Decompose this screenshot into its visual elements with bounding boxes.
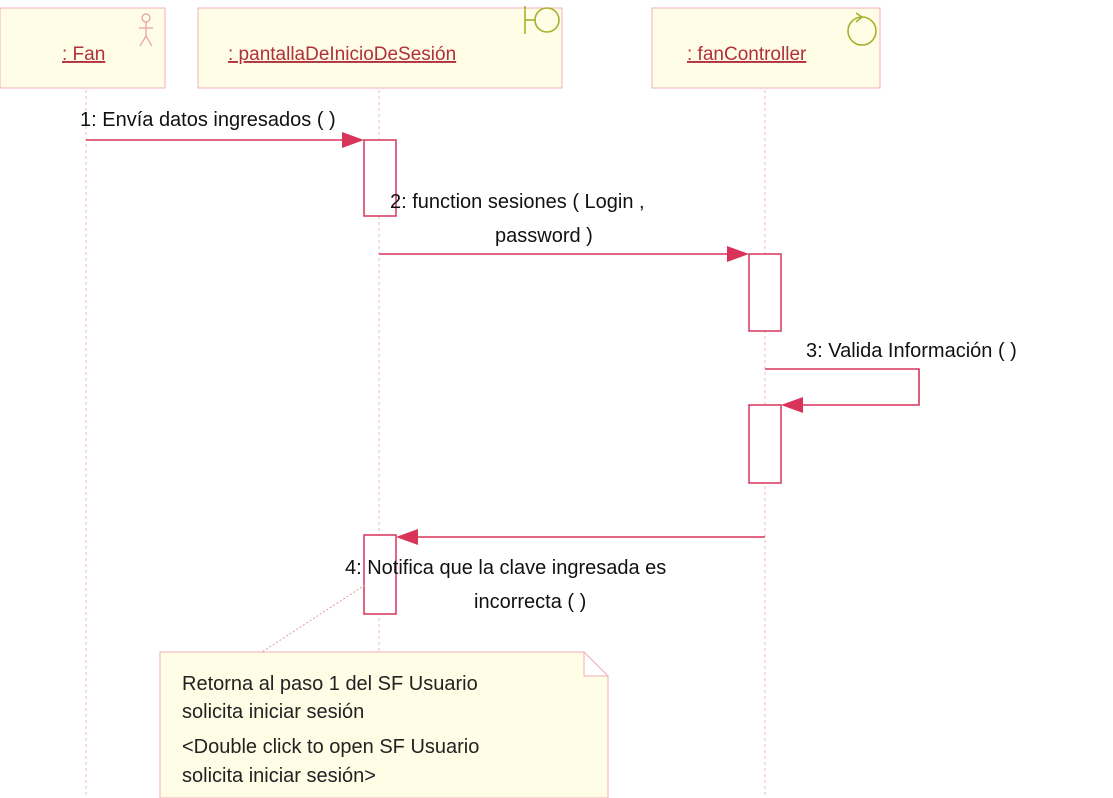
message-2-text-line2: password ) — [495, 225, 593, 247]
note-line-1: Retorna al paso 1 del SF Usuario — [182, 673, 478, 695]
arrowhead-icon — [396, 529, 418, 545]
object-controller[interactable]: : fanController — [651, 7, 881, 89]
message-1-label: 1: Envía datos ingresados ( ) — [80, 109, 336, 131]
arrowhead-icon — [342, 132, 364, 148]
activation-pantalla-1 — [363, 139, 397, 217]
message-1-number: 1 — [80, 109, 91, 131]
note-line-4: solicita iniciar sesión> — [182, 765, 376, 787]
object-pantalla[interactable]: : pantallaDeInicioDeSesión — [197, 6, 563, 89]
message-3-label: 3: Valida Información ( ) — [806, 340, 1017, 362]
boundary-icon — [524, 6, 560, 34]
message-1[interactable]: 1: Envía datos ingresados ( ) — [80, 109, 364, 148]
message-4-number: 4 — [345, 557, 356, 579]
message-4[interactable]: 4: Notifica que la clave ingresada es in… — [345, 529, 765, 613]
arrowhead-icon — [781, 397, 803, 413]
message-3-number: 3 — [806, 340, 817, 362]
note[interactable]: Retorna al paso 1 del SF Usuario solicit… — [159, 650, 610, 798]
object-fan-label: : Fan — [62, 44, 105, 65]
activation-pantalla-2 — [363, 534, 397, 615]
message-2[interactable]: 2: function sesiones ( Login , password … — [379, 191, 749, 262]
activation-controller-1 — [748, 253, 782, 332]
message-2-text: : function sesiones ( Login , — [401, 191, 644, 213]
actor-icon — [139, 13, 153, 47]
object-fan[interactable]: : Fan — [0, 7, 166, 89]
note-line-3: <Double click to open SF Usuario — [182, 736, 479, 758]
message-3[interactable]: 3: Valida Información ( ) — [765, 340, 1017, 413]
message-2-label: 2: function sesiones ( Login , — [390, 191, 645, 213]
message-3-text: : Valida Información ( ) — [817, 340, 1017, 362]
object-pantalla-label: : pantallaDeInicioDeSesión — [228, 44, 456, 65]
note-connector — [261, 584, 366, 653]
message-1-text: : Envía datos ingresados ( ) — [91, 109, 336, 131]
message-4-text: : Notifica que la clave ingresada es — [356, 557, 666, 579]
object-controller-label: : fanController — [687, 44, 807, 65]
message-4-text-line2: incorrecta ( ) — [474, 591, 586, 613]
message-4-label: 4: Notifica que la clave ingresada es — [345, 557, 666, 579]
control-icon — [847, 12, 877, 46]
message-2-number: 2 — [390, 191, 401, 213]
note-line-2: solicita iniciar sesión — [182, 701, 364, 723]
activation-controller-2 — [748, 404, 782, 484]
arrowhead-icon — [727, 246, 749, 262]
